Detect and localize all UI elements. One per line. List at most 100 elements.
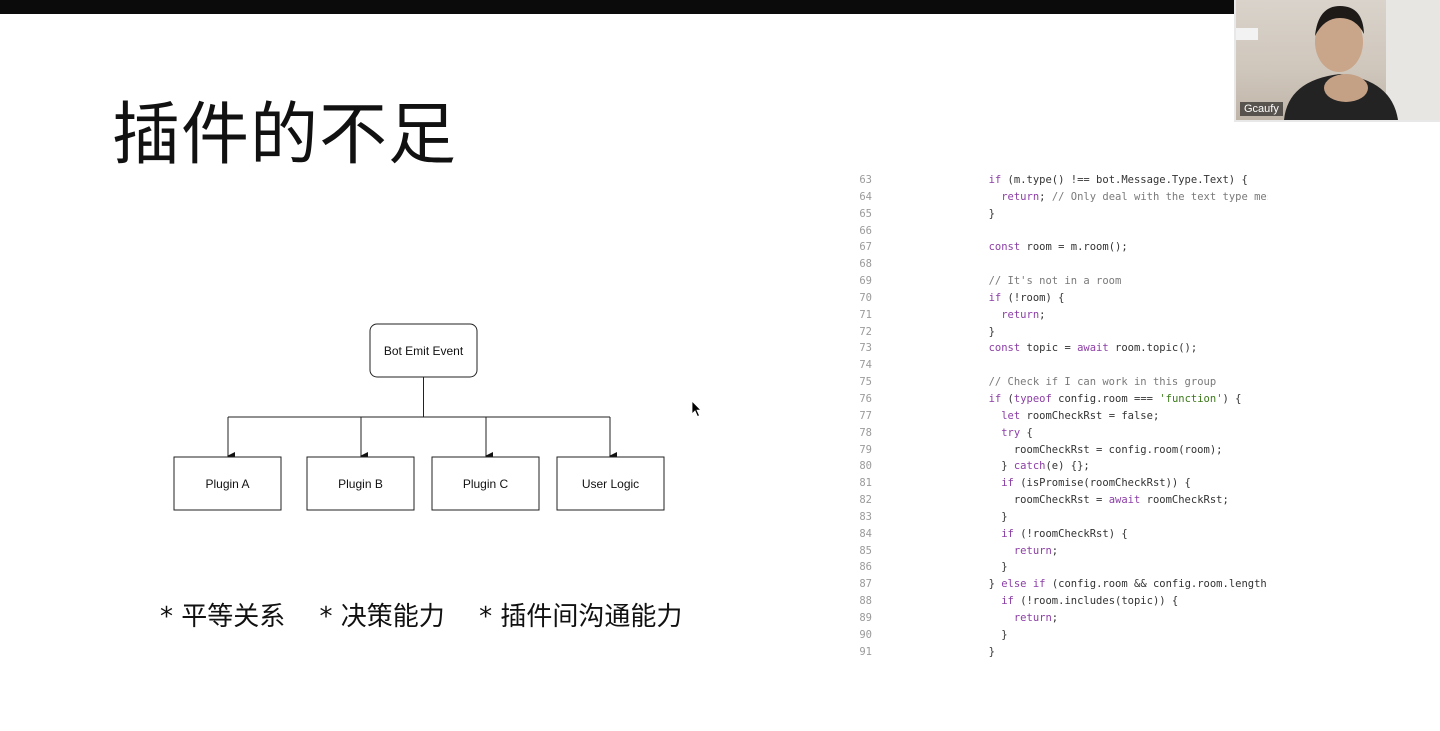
root-node-label: Bot Emit Event (384, 344, 464, 358)
code-text: // Check if I can work in this group (988, 376, 1217, 389)
line-number: 81 (859, 477, 872, 490)
line-number: 67 (859, 241, 872, 254)
line-number: 77 (859, 409, 872, 422)
line-number: 82 (859, 494, 872, 507)
line-number: 73 (859, 342, 872, 355)
participant-video[interactable]: Gcaufy (1234, 0, 1440, 122)
code-text: return; (1001, 308, 1046, 321)
line-number: 91 (859, 645, 872, 658)
code-snippet: 63 if (m.type() !== bot.Message.Type.Tex… (848, 172, 1268, 668)
line-number: 74 (859, 359, 872, 372)
participant-name-label: Gcaufy (1240, 102, 1283, 116)
code-text: if (isPromise(roomCheckRst)) { (1001, 477, 1191, 490)
line-number: 63 (859, 174, 872, 186)
code-line: 82 roomCheckRst = await roomCheckRst; (848, 492, 1268, 509)
code-text: const topic = await room.topic(); (988, 342, 1198, 355)
root-node-box (369, 323, 478, 378)
code-line: 79 roomCheckRst = config.room(room); (848, 442, 1268, 459)
line-number: 89 (859, 611, 872, 624)
code-line: 74 (848, 357, 1268, 374)
code-text: roomCheckRst = config.room(room); (938, 443, 1223, 456)
code-text: return; (1013, 611, 1059, 624)
code-text: roomCheckRst = await roomCheckRst; (938, 494, 1229, 507)
line-number: 85 (859, 544, 872, 557)
code-text: if (!room.includes(topic)) { (1001, 595, 1179, 608)
code-line: 75 // Check if I can work in this group (848, 374, 1268, 391)
code-text: return; // Only deal with the text type … (1001, 190, 1268, 203)
line-number: 88 (859, 595, 872, 608)
code-text: try { (1001, 426, 1033, 439)
code-text: } (938, 207, 995, 220)
line-number: 64 (859, 190, 872, 203)
code-text: const room = m.room(); (988, 241, 1128, 254)
code-line: 90 } (848, 627, 1268, 644)
bullet-item: * 平等关系 (160, 602, 286, 632)
plugin-c-label: Plugin C (463, 477, 509, 491)
user-logic-label: User Logic (582, 477, 639, 491)
mouse-cursor-icon (692, 401, 702, 417)
code-text: } (938, 561, 1008, 574)
line-number: 86 (859, 561, 872, 574)
line-number: 83 (859, 510, 872, 523)
line-number: 65 (859, 207, 872, 220)
code-text: } (938, 628, 1008, 641)
code-line: 68 (848, 256, 1268, 273)
line-number: 87 (859, 578, 872, 591)
code-line: 70 if (!room) { (848, 290, 1268, 307)
code-line: 77 let roomCheckRst = false; (848, 408, 1268, 425)
line-number: 70 (859, 291, 872, 304)
code-line: 87 } else if (config.room && config.room… (848, 576, 1268, 593)
code-line: 71 return; (848, 307, 1268, 324)
code-text: // It's not in a room (988, 275, 1122, 288)
code-text: if (typeof config.room === 'function') { (988, 392, 1242, 405)
code-text: } (938, 325, 995, 338)
code-text: } (938, 510, 1008, 523)
participant-avatar-icon (1236, 0, 1440, 120)
code-text: if (m.type() !== bot.Message.Type.Text) … (988, 174, 1248, 186)
code-line: 72 } (848, 324, 1268, 341)
code-text: return; (1013, 544, 1059, 557)
code-line: 66 (848, 223, 1268, 240)
line-number: 90 (859, 628, 872, 641)
line-number: 84 (859, 527, 872, 540)
code-text: } else if (config.room && config.room.le… (938, 578, 1268, 591)
code-line: 83 } (848, 509, 1268, 526)
code-line: 73 const topic = await room.topic(); (848, 340, 1268, 357)
code-line: 89 return; (848, 610, 1268, 627)
code-line: 80 } catch(e) {}; (848, 458, 1268, 475)
code-text: if (!roomCheckRst) { (1001, 527, 1128, 540)
line-number: 71 (859, 308, 872, 321)
code-line: 76 if (typeof config.room === 'function'… (848, 391, 1268, 408)
code-text: } catch(e) {}; (938, 460, 1090, 473)
plugin-c-box (431, 456, 540, 511)
code-text: let roomCheckRst = false; (1001, 409, 1160, 422)
code-text: } (938, 645, 995, 658)
code-line: 84 if (!roomCheckRst) { (848, 526, 1268, 543)
line-number: 75 (859, 376, 872, 389)
plugin-b-label: Plugin B (338, 477, 383, 491)
line-number: 68 (859, 258, 872, 271)
code-line: 63 if (m.type() !== bot.Message.Type.Tex… (848, 172, 1268, 189)
line-number: 69 (859, 275, 872, 288)
user-logic-box (556, 456, 665, 511)
bullet-list: * 平等关系 * 决策能力 * 插件间沟通能力 (160, 596, 708, 633)
bullet-item: * 插件间沟通能力 (479, 602, 683, 632)
line-number: 72 (859, 325, 872, 338)
code-line: 69 // It's not in a room (848, 273, 1268, 290)
line-number: 80 (859, 460, 872, 473)
bullet-item: * 决策能力 (319, 602, 445, 632)
plugin-a-box (173, 456, 282, 511)
code-line: 67 const room = m.room(); (848, 239, 1268, 256)
code-line: 81 if (isPromise(roomCheckRst)) { (848, 475, 1268, 492)
line-number: 66 (859, 224, 872, 237)
code-line: 86 } (848, 559, 1268, 576)
plugin-b-box (306, 456, 415, 511)
code-text: if (!room) { (988, 291, 1065, 304)
code-line: 85 return; (848, 543, 1268, 560)
line-number: 79 (859, 443, 872, 456)
top-bar (0, 0, 1440, 14)
slide-title: 插件的不足 (112, 96, 458, 175)
code-line: 65 } (848, 206, 1268, 223)
code-line: 88 if (!room.includes(topic)) { (848, 593, 1268, 610)
line-number: 76 (859, 392, 872, 405)
